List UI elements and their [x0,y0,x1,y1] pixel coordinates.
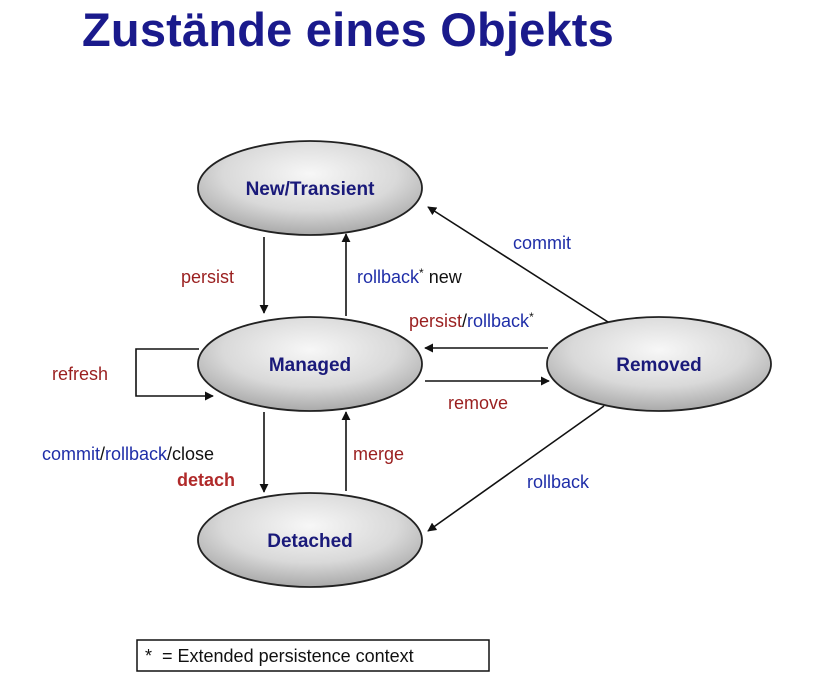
label-crc-sep1: / [100,444,105,464]
label-rollback-new-star: * [419,266,424,280]
label-rollback-removed-to-detached: rollback [527,472,590,492]
label-persist-rollback-part2: rollback [467,311,530,331]
label-rollback-new-part2: new [424,267,463,287]
label-persist: persist [181,267,234,287]
state-managed: Managed [197,316,423,412]
legend-text: * = Extended persistence context [145,646,414,666]
label-detach: detach [177,470,235,490]
edge-rollback-removed-to-detached [427,405,605,532]
state-removed-label: Removed [616,355,702,376]
label-commit-removed-to-new: commit [513,233,571,253]
edge-refresh [135,348,214,401]
label-rollback-new-part1: rollback [357,267,420,287]
state-new-transient-label: New/Transient [246,179,375,200]
state-detached-label: Detached [267,531,353,552]
legend: * = Extended persistence context [136,639,490,672]
label-crc-part1: commit [42,444,100,464]
label-persist-rollback: persist/rollback* [409,310,534,331]
label-remove: remove [448,393,508,413]
state-removed: Removed [546,316,772,412]
label-crc-part2: rollback [105,444,168,464]
label-crc-part3: /close [167,444,214,464]
state-detached: Detached [197,492,423,588]
state-managed-label: Managed [269,355,351,376]
edge-commit-removed-to-new [427,206,609,323]
label-rollback-new: rollback* new [357,266,463,287]
label-persist-rollback-part1: persist [409,311,462,331]
label-persist-rollback-star: * [529,310,534,324]
label-commit-rollback-close: commit/rollback/close [42,444,214,464]
label-persist-rollback-sep: / [462,311,467,331]
label-merge: merge [353,444,404,464]
state-new-transient: New/Transient [197,140,423,236]
page-title: Zustände eines Objekts [82,3,615,56]
label-refresh: refresh [52,364,108,384]
